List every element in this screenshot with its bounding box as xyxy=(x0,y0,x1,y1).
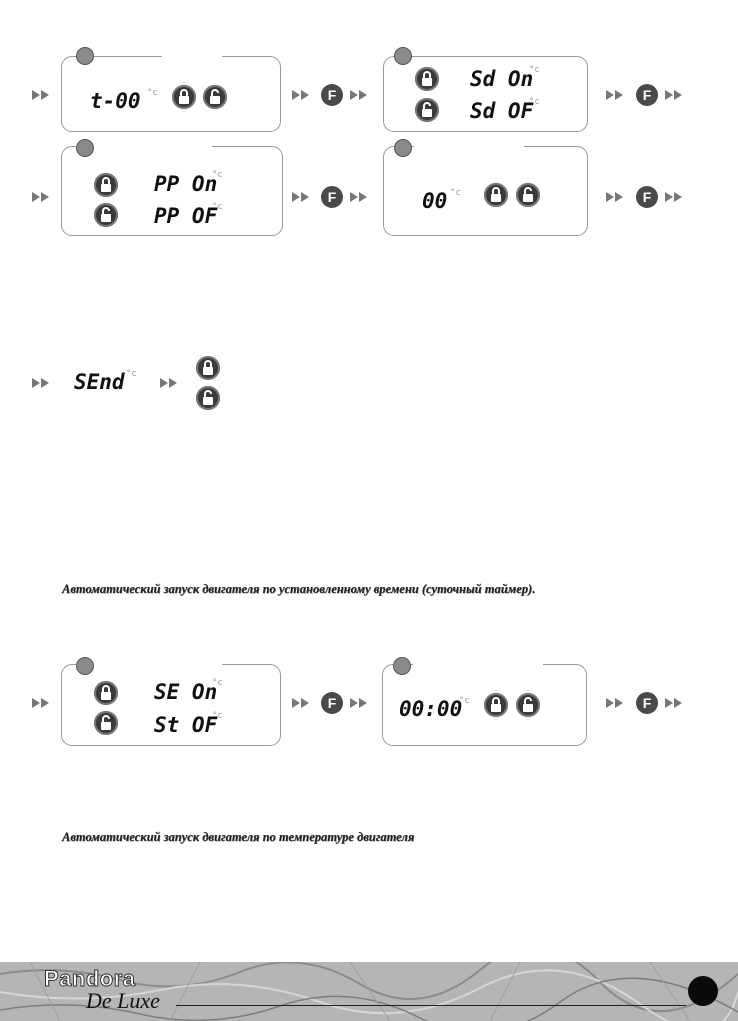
double-arrow-icon xyxy=(350,698,370,708)
double-arrow-icon xyxy=(32,90,52,100)
footer-divider xyxy=(176,1005,686,1006)
lock-closed-icon xyxy=(484,183,508,207)
lock-open-icon xyxy=(94,203,118,227)
lcd-unit: °c xyxy=(450,189,461,198)
lock-open-icon xyxy=(516,183,540,207)
double-arrow-icon xyxy=(292,192,312,202)
step-dot xyxy=(76,47,94,65)
lcd-unit: °c xyxy=(212,679,223,688)
double-arrow-icon xyxy=(665,192,685,202)
double-arrow-icon xyxy=(160,378,180,388)
lock-closed-icon xyxy=(484,693,508,717)
double-arrow-icon xyxy=(606,90,626,100)
lock-open-icon xyxy=(415,98,439,122)
lock-closed-icon xyxy=(94,681,118,705)
f-button-icon: F xyxy=(321,692,343,714)
lcd-readout-off: Sd OF xyxy=(470,101,533,122)
f-button-icon: F xyxy=(636,186,658,208)
double-arrow-icon xyxy=(32,698,52,708)
step-dot xyxy=(394,139,412,157)
lcd-unit: °c xyxy=(529,98,540,107)
f-button-icon: F xyxy=(321,84,343,106)
lcd-readout-off: St OF xyxy=(154,715,217,736)
step-dot xyxy=(394,47,412,65)
lock-closed-icon xyxy=(415,67,439,91)
double-arrow-icon xyxy=(32,192,52,202)
lcd-unit: °c xyxy=(459,697,470,706)
page-number-dot xyxy=(688,976,718,1006)
lcd-readout: 00:00 xyxy=(399,699,462,720)
double-arrow-icon xyxy=(606,698,626,708)
lock-closed-icon xyxy=(94,173,118,197)
lcd-panel-temp: 00 °c xyxy=(383,146,588,236)
lcd-unit: °c xyxy=(147,89,158,98)
lcd-readout-send: SEnd xyxy=(74,372,125,393)
double-arrow-icon xyxy=(32,378,52,388)
double-arrow-icon xyxy=(350,90,370,100)
section-caption-daily-timer: Автоматический запуск двигателя по устан… xyxy=(62,582,535,597)
lcd-unit: °c xyxy=(126,370,137,379)
lcd-unit: °c xyxy=(212,171,223,180)
lcd-unit: °c xyxy=(212,203,223,212)
lock-closed-icon xyxy=(196,356,220,380)
lock-open-icon xyxy=(203,85,227,109)
double-arrow-icon xyxy=(292,698,312,708)
lcd-readout-on: PP On xyxy=(154,174,217,195)
lcd-panel-pp: PP On °c PP OF °c xyxy=(61,146,283,236)
double-arrow-icon xyxy=(292,90,312,100)
lcd-readout: 00 xyxy=(422,191,447,212)
lcd-readout-on: SE On xyxy=(154,682,217,703)
lcd-panel-time: 00:00 °c xyxy=(382,664,587,746)
lcd-panel-se: SE On °c St OF °c xyxy=(61,664,281,746)
lcd-unit: °c xyxy=(529,66,540,75)
step-dot xyxy=(393,657,411,675)
f-button-icon: F xyxy=(636,692,658,714)
step-dot xyxy=(76,139,94,157)
double-arrow-icon xyxy=(665,90,685,100)
lcd-unit: °c xyxy=(212,712,223,721)
section-caption-temperature: Автоматический запуск двигателя по темпе… xyxy=(62,830,414,845)
lock-open-icon xyxy=(94,711,118,735)
double-arrow-icon xyxy=(350,192,370,202)
lcd-readout-on: Sd On xyxy=(470,69,533,90)
lcd-panel-timer: t-00 °c xyxy=(61,56,281,132)
f-button-icon: F xyxy=(321,186,343,208)
double-arrow-icon xyxy=(606,192,626,202)
step-dot xyxy=(76,657,94,675)
f-button-icon: F xyxy=(636,84,658,106)
double-arrow-icon xyxy=(665,698,685,708)
lcd-readout: t-00 xyxy=(90,91,141,112)
lcd-readout-off: PP OF xyxy=(154,206,217,227)
lock-open-icon xyxy=(516,693,540,717)
lcd-panel-sd: Sd On °c Sd OF °c xyxy=(383,56,588,132)
lock-closed-icon xyxy=(172,85,196,109)
brand-subtitle: De Luxe xyxy=(86,988,160,1014)
lock-open-icon xyxy=(196,386,220,410)
